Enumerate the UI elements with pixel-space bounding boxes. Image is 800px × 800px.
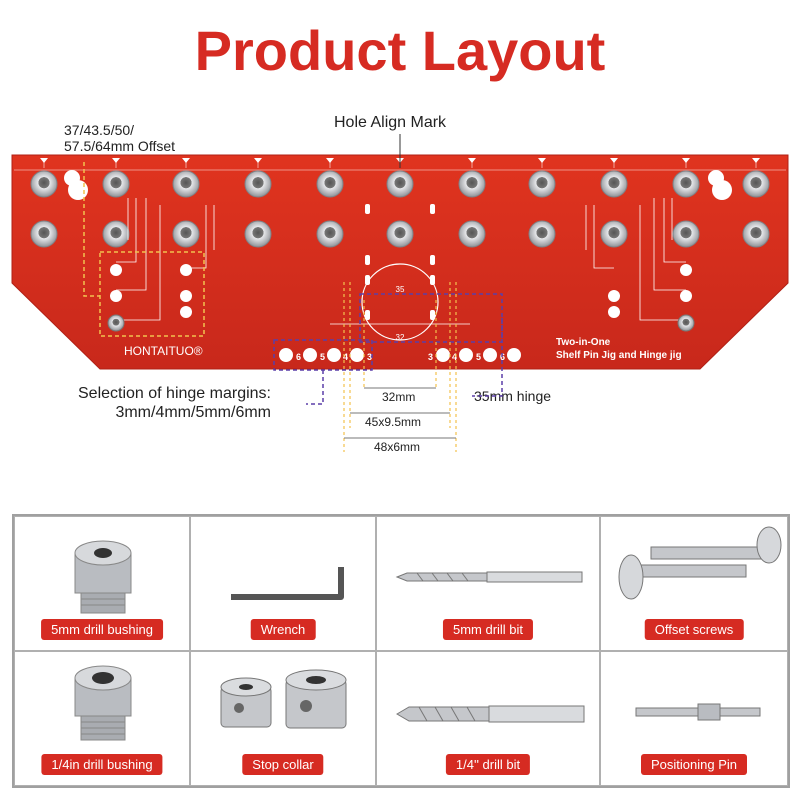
dimension-48x6mm: 48x6mm: [372, 440, 423, 454]
accessory-cell-quarter-bit: 1/4'' drill bit: [376, 651, 600, 786]
bushing-row-1: [30, 170, 770, 198]
accessory-label: 1/4'' drill bit: [445, 754, 531, 775]
accessory-grid: 5mm drill bushing Wrench 5mm drill bit O…: [12, 514, 790, 788]
margin-left-6: 6: [296, 352, 301, 362]
top-edge-marks: [40, 158, 760, 163]
accessory-label: Wrench: [250, 619, 316, 640]
accessory-cell-stop-collar: Stop collar: [190, 651, 376, 786]
accessory-cell-offset-screws: Offset screws: [600, 516, 788, 651]
accessory-label: 5mm drill bushing: [41, 619, 163, 640]
accessory-cell-positioning-pin: Positioning Pin: [600, 651, 788, 786]
hinge-35-box: [359, 293, 503, 343]
margin-left-3: 3: [367, 352, 372, 362]
offset-highlight-leader: [83, 162, 100, 297]
accessory-label: Positioning Pin: [641, 754, 747, 775]
center-35-text: 35: [396, 285, 405, 294]
positioning-pin-right: [677, 314, 695, 332]
accessory-label: 5mm drill bit: [442, 619, 534, 640]
offset-screws-icon: [618, 526, 782, 600]
accessory-cell-wrench: Wrench: [190, 516, 376, 651]
hinge-35-leader: [472, 318, 503, 397]
accessory-cell-quarter-bushing: 1/4in drill bushing: [14, 651, 190, 786]
margin-right-4: 4: [452, 352, 457, 362]
pin-holes-right: [608, 264, 692, 318]
jig-product-line2: Shelf Pin Jig and Hinge jig: [556, 350, 682, 361]
hinge-margin-leader: [306, 370, 324, 405]
dimension-lines: [344, 387, 456, 439]
hole-align-callout: Hole Align Mark: [334, 114, 447, 131]
offset-callout: 37/43.5/50/ 57.5/64mm Offset: [64, 122, 175, 154]
jig-brand: HONTAITUO®: [124, 344, 203, 358]
margin-right-3: 3: [428, 352, 433, 362]
accessory-cell-5mm-bit: 5mm drill bit: [376, 516, 600, 651]
hinge-35-callout: 35mm hinge: [474, 388, 552, 404]
offset-callout-line2: 57.5/64mm Offset: [64, 138, 176, 154]
accessory-label: 1/4in drill bushing: [41, 754, 163, 775]
margin-right-5: 5: [476, 352, 481, 362]
offset-highlight-box: [99, 251, 205, 337]
drill-bushing-5mm-icon: [74, 540, 132, 614]
hinge-margins-line1: Selection of hinge margins:: [78, 385, 271, 402]
hinge-margins-callout: Selection of hinge margins: 3mm/4mm/5mm/…: [78, 384, 271, 422]
margin-left-4: 4: [343, 352, 348, 362]
positioning-pin-left: [107, 314, 125, 332]
margin-left-5: 5: [320, 352, 325, 362]
pin-holes-left: [110, 264, 192, 318]
dimension-32mm: 32mm: [380, 390, 418, 404]
hinge-margins-line2: 3mm/4mm/5mm/6mm: [115, 404, 271, 421]
drill-bit-quarter-icon: [396, 705, 585, 723]
center-slots: [365, 204, 435, 320]
accessory-label: Offset screws: [644, 619, 744, 640]
offset-callout-line1: 37/43.5/50/: [64, 122, 135, 138]
center-32-text: 32: [396, 333, 405, 342]
hex-wrench-icon: [231, 567, 344, 600]
offset-guides-left: [116, 198, 215, 321]
dimension-45x9-5mm: 45x9.5mm: [363, 415, 424, 429]
offset-guides-right: [585, 198, 686, 321]
hinge-margin-holes-right: [436, 348, 521, 362]
drill-bushing-quarter-icon: [74, 665, 132, 741]
positioning-pin-icon: [635, 703, 761, 721]
drill-bit-5mm-icon: [395, 571, 583, 583]
bushing-row-2: [30, 220, 770, 248]
page-title: Product Layout: [194, 19, 606, 82]
accessory-label: Stop collar: [242, 754, 324, 775]
accessory-cell-5mm-bushing: 5mm drill bushing: [14, 516, 190, 651]
stop-collar-icon: [220, 669, 347, 729]
jig-product-line1: Two-in-One: [556, 337, 611, 348]
figure8-cutouts: [64, 170, 732, 200]
dimension-guides: [343, 282, 457, 452]
hinge-margin-holes-left: [279, 348, 364, 362]
hinge-35-circle: [361, 263, 439, 341]
